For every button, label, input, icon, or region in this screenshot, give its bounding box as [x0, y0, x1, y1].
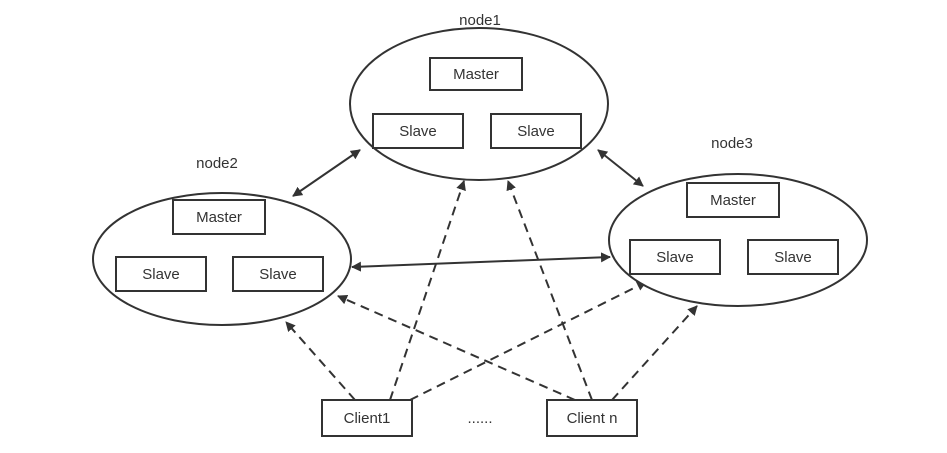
node1-ellipse [349, 27, 609, 181]
node1-slave-box-2 [490, 113, 582, 149]
node3-master-label: Master [710, 192, 756, 209]
node2-slave-label-1: Slave [142, 266, 180, 283]
clientn-label: Client n [567, 410, 618, 427]
node3-slave-label-1: Slave [656, 249, 694, 266]
node3-slave-box-1 [629, 239, 721, 275]
node3-slave-box-2 [747, 239, 839, 275]
node2-slave-box-1 [115, 256, 207, 292]
clients-ellipsis: ...... [467, 410, 492, 427]
link-clientn-node2 [337, 295, 576, 401]
node1-master-box [429, 57, 523, 91]
node3-cluster: node3 Master Slave Slave [608, 135, 868, 307]
node3-label: node3 [711, 135, 753, 152]
node1-cluster: node1 Master Slave Slave [349, 12, 609, 181]
node2-master-box [172, 199, 266, 235]
clientn-box [546, 399, 638, 437]
link-node1-node2 [292, 149, 361, 197]
link-node1-node3 [597, 149, 644, 187]
node1-master-label: Master [453, 66, 499, 83]
node3-slave-label-2: Slave [774, 249, 812, 266]
node2-slave-label-2: Slave [259, 266, 297, 283]
node1-slave-label-1: Slave [399, 123, 437, 140]
connections [285, 149, 698, 401]
link-clientn-node3 [611, 305, 698, 401]
link-client1-node3 [409, 281, 647, 401]
link-node2-node3 [351, 252, 611, 272]
client1-box [321, 399, 413, 437]
client1-label: Client1 [344, 410, 391, 427]
node1-slave-box-1 [372, 113, 464, 149]
node1-slave-label-2: Slave [517, 123, 555, 140]
node1-label: node1 [459, 12, 501, 29]
node2-slave-box-2 [232, 256, 324, 292]
clients: Client1 ...... Client n [321, 399, 638, 437]
link-client1-node2 [285, 321, 356, 401]
node2-master-label: Master [196, 209, 242, 226]
link-client1-node1 [389, 180, 466, 401]
link-clientn-node1 [506, 180, 593, 401]
node3-master-box [686, 182, 780, 218]
node2-label: node2 [196, 155, 238, 172]
node2-cluster: node2 Master Slave Slave [92, 155, 352, 326]
